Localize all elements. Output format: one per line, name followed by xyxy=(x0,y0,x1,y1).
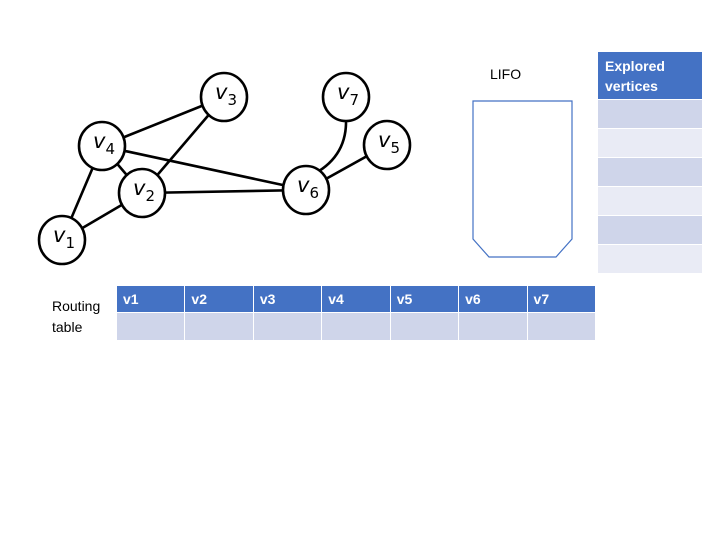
vertex-circle xyxy=(37,214,87,266)
routing-table: v1 v2 v3 v4 v5 v6 v7 xyxy=(115,285,597,341)
vertex-circle xyxy=(321,71,371,123)
vertex-circle xyxy=(77,120,127,172)
routing-header-cell: v6 xyxy=(458,285,528,313)
routing-header-cell: v3 xyxy=(252,285,323,313)
vertex-v6: v6 xyxy=(281,164,331,216)
explored-row xyxy=(597,215,703,245)
explored-row xyxy=(597,157,703,187)
edge-v2-v6 xyxy=(141,188,307,195)
vertex-label: v2 xyxy=(133,176,155,205)
vertex-circle xyxy=(281,164,331,216)
vertex-label: v5 xyxy=(378,128,400,157)
vertex-label-subscript: 7 xyxy=(349,91,359,109)
vertex-label-subscript: 3 xyxy=(227,91,237,109)
explored-header-row: Explored vertices xyxy=(597,51,703,100)
vertex-label-subscript: 6 xyxy=(309,184,319,202)
vertex-label-subscript: 1 xyxy=(65,234,75,252)
routing-header-cell: v7 xyxy=(526,285,597,313)
vertex-v5: v5 xyxy=(362,119,412,171)
explored-vertices-table: Explored vertices xyxy=(597,51,703,274)
vertex-label-subscript: 4 xyxy=(105,140,115,158)
routing-value-cell xyxy=(184,312,254,341)
routing-value-cell xyxy=(526,312,597,341)
vertex-label-base: v xyxy=(215,80,228,104)
routing-value-cell xyxy=(321,312,391,341)
vertex-v7: v7 xyxy=(321,71,371,123)
vertex-circle xyxy=(199,71,249,123)
explored-row xyxy=(597,99,703,129)
vertex-circle xyxy=(362,119,412,171)
vertex-v4: v4 xyxy=(77,120,127,172)
vertex-label: v1 xyxy=(53,223,75,252)
routing-value-cell xyxy=(458,312,528,341)
vertex-v2: v2 xyxy=(117,167,167,219)
lifo-stack-container xyxy=(472,100,573,258)
routing-value-cell xyxy=(389,312,460,341)
vertex-v1: v1 xyxy=(37,214,87,266)
explored-row xyxy=(597,186,703,216)
vertex-v3: v3 xyxy=(199,71,249,123)
routing-header-cell: v5 xyxy=(389,285,460,313)
lifo-label: LIFO xyxy=(490,66,522,82)
routing-value-cell xyxy=(252,312,323,341)
vertex-label: v3 xyxy=(215,80,237,109)
routing-header-cell: v4 xyxy=(321,285,391,313)
routing-header-cell: v1 xyxy=(115,285,186,313)
explored-cell xyxy=(597,157,703,187)
vertex-label: v4 xyxy=(93,129,115,158)
routing-header-cell: v2 xyxy=(184,285,254,313)
vertex-label-base: v xyxy=(53,223,66,247)
vertex-label-base: v xyxy=(337,80,350,104)
explored-cell xyxy=(597,215,703,245)
vertex-label-base: v xyxy=(93,129,106,153)
explored-row xyxy=(597,128,703,158)
explored-cell xyxy=(597,99,703,129)
explored-header: Explored vertices xyxy=(597,51,703,100)
explored-cell xyxy=(597,186,703,216)
edge-v4-v6 xyxy=(101,144,307,192)
vertex-label-base: v xyxy=(133,176,146,200)
vertex-label-subscript: 5 xyxy=(390,139,400,157)
vertex-label-subscript: 2 xyxy=(145,187,155,205)
explored-cell xyxy=(597,128,703,158)
routing-table-caption: Routing table xyxy=(52,298,101,335)
vertex-label-base: v xyxy=(378,128,391,152)
routing-table-value-row xyxy=(115,312,597,341)
explored-cell xyxy=(597,244,703,274)
routing-table-header-row: v1 v2 v3 v4 v5 v6 v7 xyxy=(115,285,597,313)
vertex-circle xyxy=(117,167,167,219)
explored-row xyxy=(597,244,703,274)
routing-value-cell xyxy=(115,312,186,341)
vertex-label: v7 xyxy=(337,80,359,109)
vertex-label: v6 xyxy=(297,173,319,202)
vertex-label-base: v xyxy=(297,173,310,197)
